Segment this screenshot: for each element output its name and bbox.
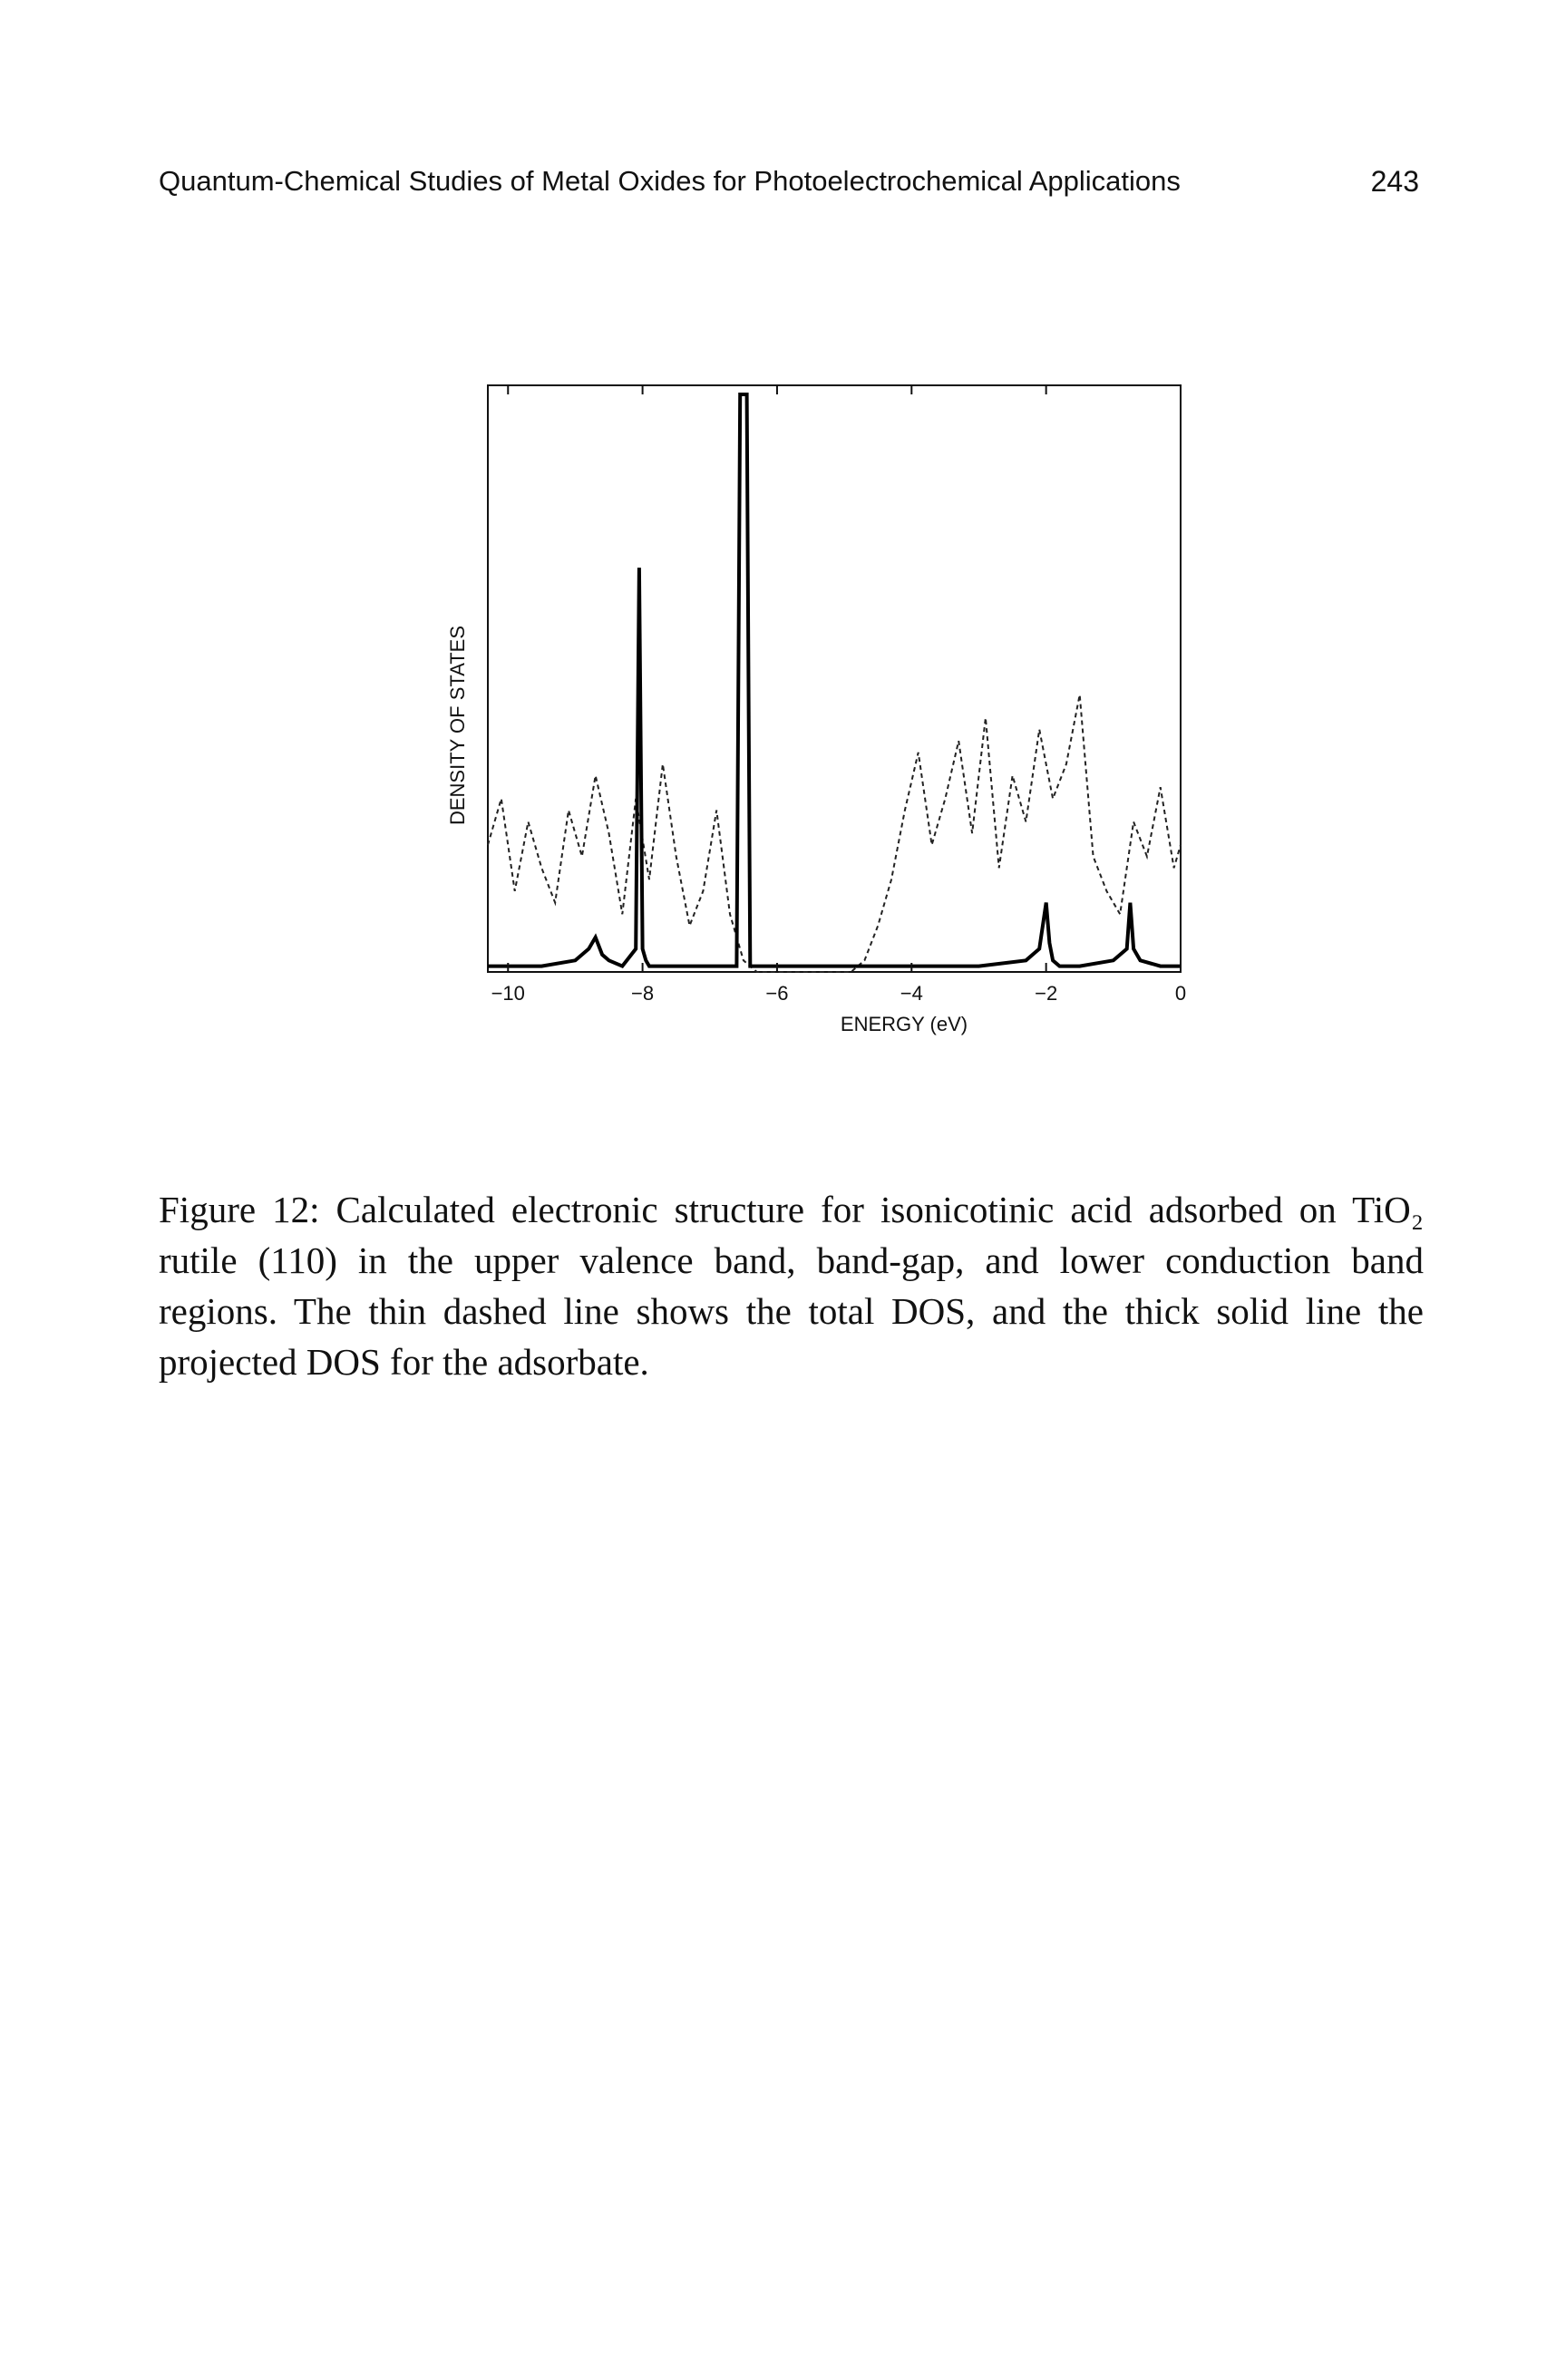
x-tick-label: −10 xyxy=(491,982,525,1005)
series-total-dos-dashed xyxy=(487,695,1182,973)
x-tick-label: −4 xyxy=(900,982,923,1005)
x-tick-label: −6 xyxy=(765,982,788,1005)
plot-frame xyxy=(487,384,1182,973)
running-title: Quantum-Chemical Studies of Metal Oxides… xyxy=(159,165,1181,197)
figure-caption: Figure 12: Calculated electronic structu… xyxy=(159,1189,1424,1383)
dos-chart: −10 −8 −6 −4 −2 0 ENERGY (eV) DENSITY OF STAT… xyxy=(446,384,1186,1035)
x-tick-label: 0 xyxy=(1175,982,1186,1005)
x-tick-label: −2 xyxy=(1035,982,1057,1005)
x-axis-label: ENERGY (eV) xyxy=(841,1013,968,1035)
page-number: 243 xyxy=(1370,164,1419,198)
running-header: Quantum-Chemical Studies of Metal Oxides… xyxy=(159,154,1419,209)
y-axis-label: DENSITY OF STATES xyxy=(446,626,469,825)
series-adsorbate-dos-solid xyxy=(488,393,1181,969)
x-tick-label: −8 xyxy=(631,982,654,1005)
